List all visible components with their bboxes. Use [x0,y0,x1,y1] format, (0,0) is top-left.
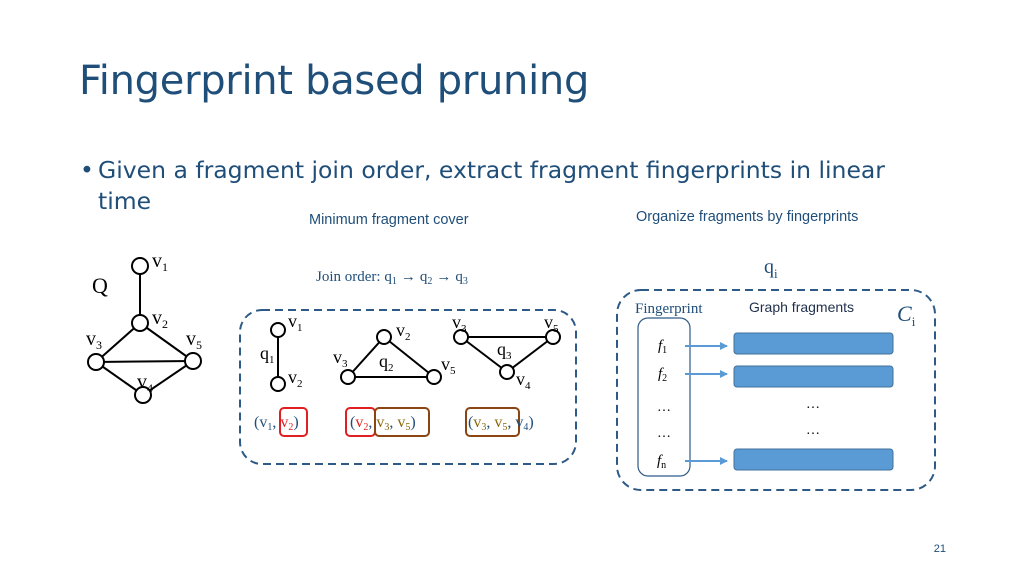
edge-v3-v4 [95,361,144,396]
edge-v2-v5 [139,322,194,362]
q2-label-v5: v5 [441,354,456,377]
index-q-label: qi [764,256,778,281]
fragment-q3: v3 v5 v4 q3 [452,312,561,392]
q3-label-v5: v5 [544,312,559,335]
tuple3-join-box [465,407,520,437]
q-label-v4: v4 [137,371,153,395]
q1-name: q1 [260,343,275,366]
fingerprint-header: Fingerprint [635,301,703,317]
vertex-q2-v3 [340,369,356,385]
edge-q2-v2-v5 [383,336,435,378]
edge-v2-v3 [95,322,141,363]
join-order: Join order: q1→q2→q3 [316,269,468,287]
index-box [616,289,936,491]
fragment-bar-1 [733,332,894,355]
vertex-q1-v1 [270,322,286,338]
q2-label-v3: v3 [333,347,348,370]
bullet-glyph: • [80,156,94,184]
vertex-v2 [131,314,149,332]
min-cover-label: Minimum fragment cover [309,212,469,228]
vertex-v5 [184,352,202,370]
fingerprint-f1: f1 [658,338,667,356]
fragment-ellipsis-1: … [806,397,820,412]
edge-q2-v2-v3 [347,336,385,378]
vertex-v3 [87,353,105,371]
fragment-bar-n [733,448,894,471]
bullet-point: • Given a fragment join order, extract f… [80,155,940,217]
fingerprint-f2: f2 [658,366,667,384]
edge-v3-v5 [95,360,194,363]
fragment-tuples: (v1, v2) (v2, v3, v5) (v3, v5, v4) [254,407,534,437]
q1-label-v2: v2 [288,367,303,390]
q3-name: q3 [497,339,512,362]
tuple-q2: (v2, v3, v5) [350,414,416,433]
fragment-bar-2 [733,365,894,388]
vertex-q3-v4 [499,364,515,380]
query-graph: Q v1 v2 v3 v5 v4 [86,250,202,404]
fragment-q1: v1 v2 q1 [260,311,303,392]
edge-q3-v3-v4 [460,336,508,373]
q-label-v5: v5 [186,328,202,352]
q-label-v1: v1 [152,250,168,274]
vertex-v1 [131,257,149,275]
fingerprint-column [637,317,691,477]
edge-q3-v5-v4 [506,336,554,373]
fragment-q2: v2 v3 v5 q2 [333,320,456,385]
index-c-label: Ci [897,301,916,329]
q3-label-v3: v3 [452,312,467,335]
vertex-q3-v3 [453,329,469,345]
fragment-ellipsis-2: … [806,423,820,438]
tuple2-join-box [374,407,430,437]
q1-label-v1: v1 [288,311,303,334]
q2-name: q2 [379,351,394,374]
fragment-cover-box [239,309,577,465]
fingerprint-ellipsis-1: … [657,400,671,415]
slide-title: Fingerprint based pruning [79,58,590,104]
vertex-q2-v2 [376,329,392,345]
query-graph-name: Q [92,273,108,298]
q3-label-v4: v4 [516,369,531,392]
q2-label-v2: v2 [396,320,411,343]
organize-label: Organize fragments by fingerprints [636,209,859,225]
vertex-q3-v5 [545,329,561,345]
vertex-q1-v2 [270,376,286,392]
q-label-v2: v2 [152,307,168,331]
fingerprint-fn: fn [657,453,666,471]
tuple-q1: (v1, v2) [254,414,299,433]
bullet-text: Given a fragment join order, extract fra… [98,156,885,215]
fragments-header: Graph fragments [749,299,854,315]
vertex-q2-v5 [426,369,442,385]
q-label-v3: v3 [86,328,102,352]
fingerprint-ellipsis-2: … [657,426,671,441]
tuple-q3: (v3, v5, v4) [468,414,534,433]
edge-v5-v4 [142,360,194,396]
vertex-v4 [134,386,152,404]
page-number: 21 [933,543,946,555]
tuple1-shared-box [279,407,308,437]
